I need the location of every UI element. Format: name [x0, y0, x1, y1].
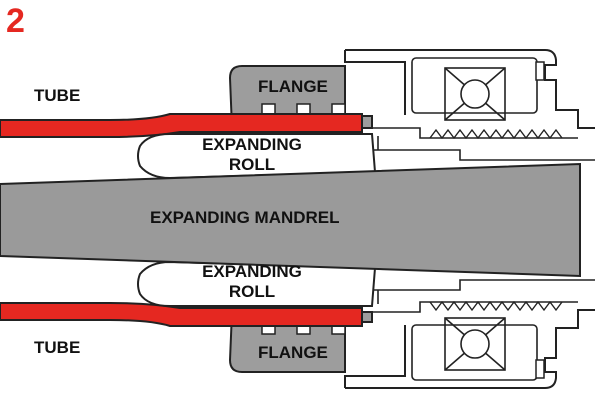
retaining-clip-bottom [535, 359, 545, 379]
flange-groove [261, 103, 276, 115]
expanding-mandrel-label: EXPANDING MANDREL [150, 208, 340, 227]
bearing-bottom [411, 317, 538, 381]
flange-label-top: FLANGE [258, 77, 328, 96]
thread-top [429, 128, 563, 140]
roll-label-line1: EXPANDING [202, 262, 302, 281]
expanding-mandrel [0, 162, 581, 278]
tube-bottom [0, 302, 363, 327]
flange-groove [331, 103, 346, 115]
expanding-roll-label-top: EXPANDING ROLL [192, 135, 312, 176]
tube-label-bottom: TUBE [34, 338, 81, 357]
roll-label-line2: ROLL [228, 155, 276, 175]
expanding-roll-label-bottom: EXPANDING ROLL [192, 262, 312, 303]
roll-label-line1: EXPANDING [202, 135, 302, 154]
bearing-top [411, 57, 538, 121]
retaining-clip-top [535, 61, 545, 81]
thread-bottom [429, 300, 563, 312]
tube-label-top: TUBE [34, 86, 81, 105]
flange-label-bottom: FLANGE [258, 343, 328, 362]
tube-top [0, 113, 363, 138]
roll-cage [370, 127, 595, 313]
tool-housing [344, 49, 595, 389]
step-number: 2 [6, 2, 25, 40]
flange-groove [296, 103, 311, 115]
roll-label-line2: ROLL [228, 282, 276, 302]
flange-top [228, 65, 373, 129]
